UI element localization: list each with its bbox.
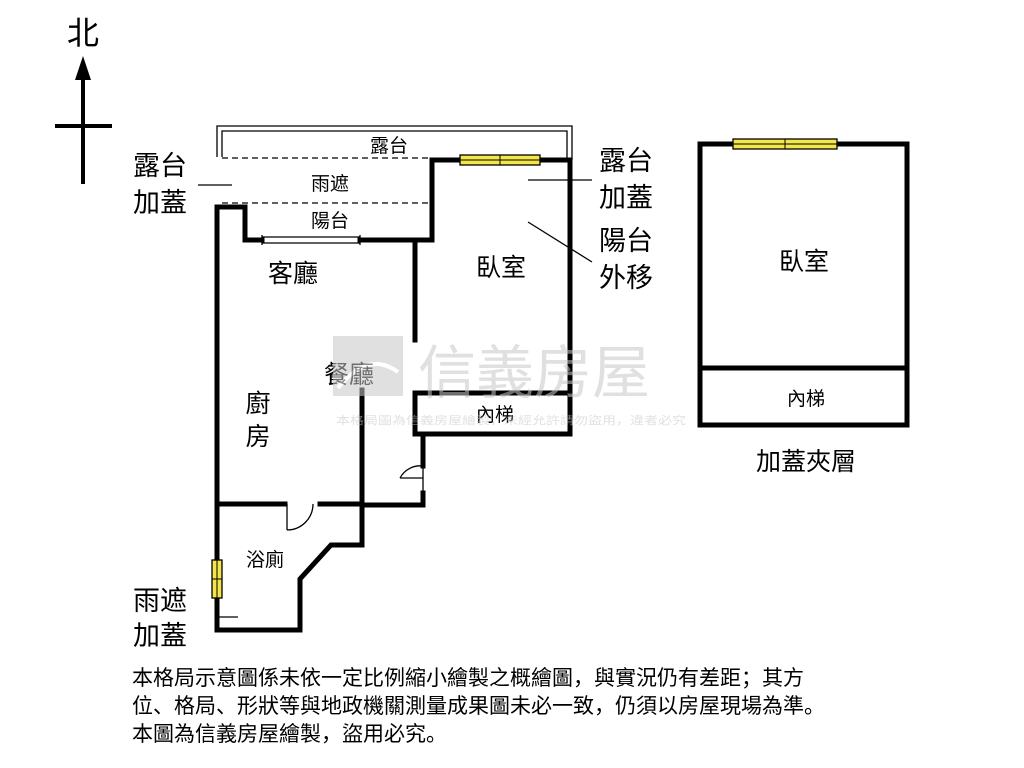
terrace-cover-left-2: 加蓋 [133, 188, 187, 219]
bathroom-window [211, 559, 223, 599]
disclaimer-line-3: 本圖為信義房屋繪製，盜用必究。 [132, 722, 447, 746]
mezzanine-window [732, 138, 838, 150]
kitchen-label-2: 房 [245, 422, 270, 451]
watermark: 信義房屋 本格局圖為信義房屋繪製，未經允許請勿盜用，違者必究 [333, 336, 686, 427]
terrace-label: 露台 [370, 135, 408, 157]
bathroom-label: 浴廁 [246, 548, 284, 571]
leader-lines [198, 179, 593, 263]
terrace-cover-right-1: 露台 [599, 146, 653, 177]
mezzanine-outline [697, 141, 910, 428]
bedroom-label: 臥室 [476, 253, 526, 282]
balcony-moved-2: 外移 [599, 263, 653, 294]
balcony-sliding-door [261, 235, 361, 245]
mezzanine-title: 加蓋夾層 [756, 447, 856, 476]
walls [214, 157, 573, 633]
callout-labels: 露台 加蓋 露台 加蓋 陽台 外移 雨遮 加蓋 [133, 146, 653, 652]
inner-stair-label: 內梯 [476, 404, 514, 426]
mezzanine-stair-label: 內梯 [787, 388, 825, 410]
north-arrow-icon [75, 56, 91, 80]
balcony-moved-1: 陽台 [599, 226, 653, 257]
watermark-notice: 本格局圖為信義房屋繪製，未經允許請勿盜用，違者必究 [336, 413, 686, 427]
mezzanine-bedroom-label: 臥室 [779, 247, 829, 276]
bedroom-window [459, 154, 541, 166]
entrance-door [399, 465, 424, 493]
disclaimer-line-2: 位、格局、形狀等與地政機關測量成果圖未必一致，仍須以房屋現場為準。 [132, 694, 825, 718]
terrace-cover-left-1: 露台 [133, 151, 187, 182]
watermark-brand: 信義房屋 [418, 339, 650, 407]
living-room-label: 客廳 [268, 259, 318, 288]
compass: 北 [55, 14, 112, 184]
awning-cover-2: 加蓋 [133, 621, 187, 652]
awning-label: 雨遮 [311, 173, 349, 195]
kitchen-label-1: 廚 [245, 389, 270, 418]
disclaimer: 本格局示意圖係未依一定比例縮小繪製之概繪圖，與實況仍有差距；其方 位、格局、形狀… [132, 664, 1012, 748]
zone-dashed-lines [222, 157, 432, 204]
terrace-cover-right-2: 加蓋 [599, 183, 653, 214]
bathroom-door [286, 503, 314, 531]
disclaimer-line-1: 本格局示意圖係未依一定比例縮小繪製之概繪圖，與實況仍有差距；其方 [132, 666, 804, 690]
room-labels: 露台 雨遮 陽台 客廳 臥室 餐廳 廚 房 內梯 浴廁 [245, 135, 526, 571]
balcony-label: 陽台 [311, 210, 349, 232]
north-label: 北 [67, 14, 99, 52]
mezzanine-plan: 臥室 內梯 加蓋夾層 [697, 138, 910, 476]
awning-cover-1: 雨遮 [133, 586, 187, 617]
terrace-outline [216, 125, 573, 160]
